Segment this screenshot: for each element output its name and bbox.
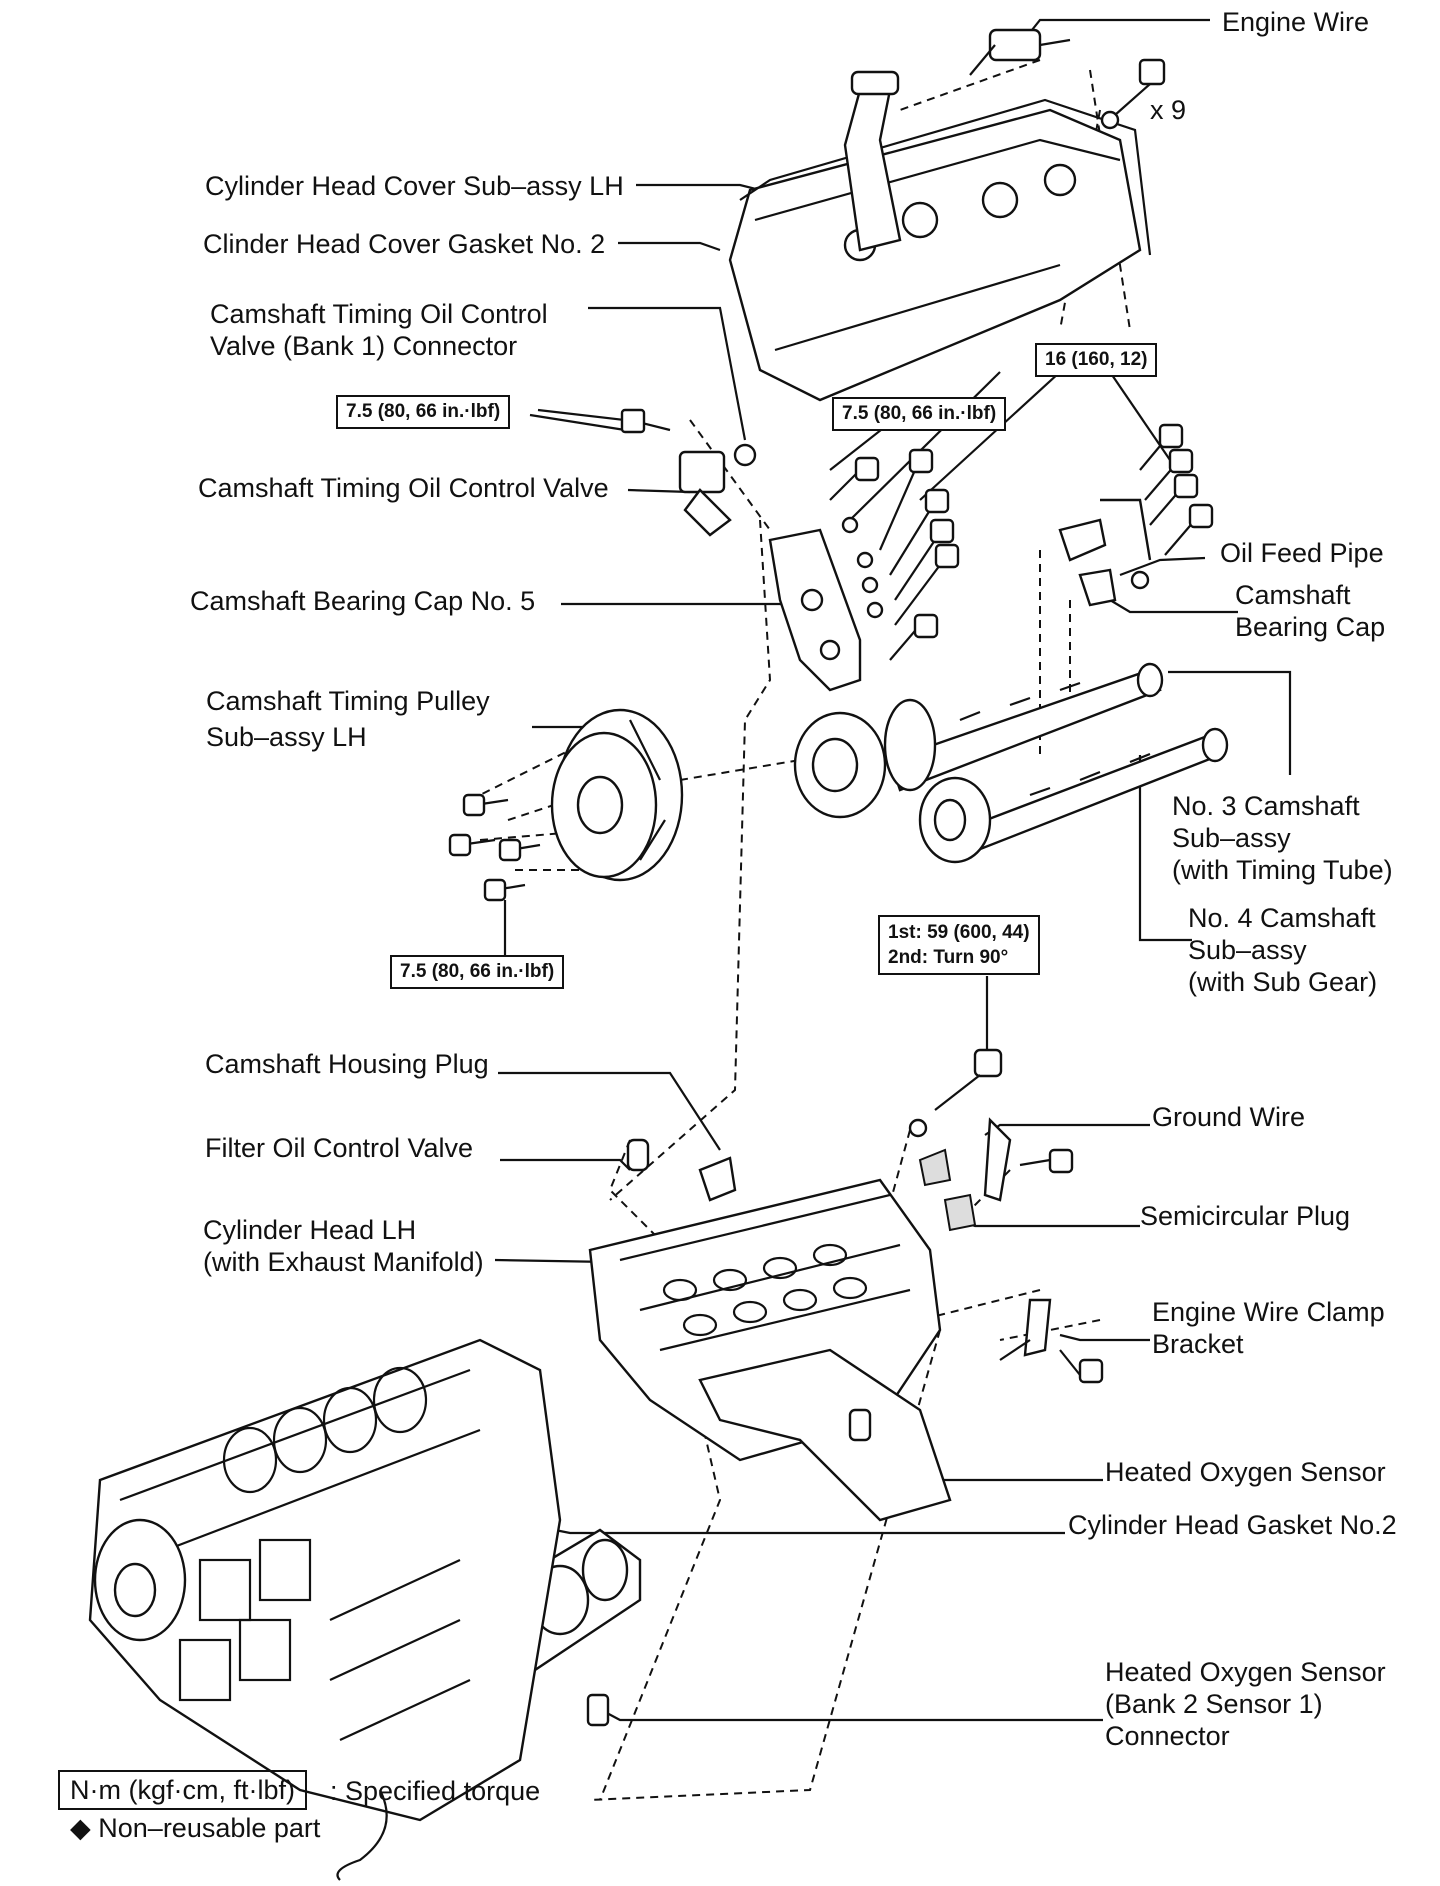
engine-block: [88, 1338, 562, 1822]
label-wire-clamp-line2: Bracket: [1152, 1329, 1244, 1359]
filter-ocv: [626, 1138, 650, 1172]
torque-cap5-bolts: 7.5 (80, 66 in.·lbf): [832, 397, 1007, 431]
pulley-bolts: [448, 793, 541, 902]
label-semicircular-plug: Semicircular Plug: [1140, 1201, 1351, 1231]
label-head-gasket: Cylinder Head Gasket No.2: [1068, 1510, 1397, 1540]
cylinder-head-lh: [588, 1178, 952, 1522]
legend-unit-box: N·m (kgf·cm, ft·lbf): [58, 1770, 307, 1810]
legend-unit-desc: : Specified torque: [330, 1776, 541, 1806]
label-cam4-line2: Sub–assy: [1188, 935, 1307, 965]
housing-plug: [698, 1156, 737, 1202]
label-cam4-line3: (with Sub Gear): [1188, 967, 1378, 997]
bearing-cap-5: [768, 528, 862, 692]
label-ocv: Camshaft Timing Oil Control Valve: [198, 473, 609, 503]
engine-wire-connector: [969, 28, 1071, 76]
label-head-cover: Cylinder Head Cover Sub–assy LH: [205, 171, 624, 201]
label-engine-wire: Engine Wire: [1222, 7, 1370, 37]
head-bolt: [908, 1048, 1003, 1138]
label-cam3-line2: Sub–assy: [1172, 823, 1291, 853]
torque-cap-bolts: 16 (160, 12): [1035, 343, 1158, 377]
camshaft-no4: [918, 727, 1229, 864]
label-head-lh-line2: (with Exhaust Manifold): [203, 1247, 484, 1277]
label-cam4-line1: No. 4 Camshaft: [1188, 903, 1376, 933]
label-bolt-count: x 9: [1150, 95, 1187, 125]
label-housing-plug: Camshaft Housing Plug: [205, 1049, 489, 1079]
label-o2-conn-line1: Heated Oxygen Sensor: [1105, 1657, 1386, 1687]
label-head-lh-line1: Cylinder Head LH: [203, 1215, 417, 1245]
ground-wire: [983, 1117, 1074, 1202]
label-o2-conn-line3: Connector: [1105, 1721, 1230, 1751]
cylinder-head-cover: [728, 70, 1152, 402]
torque-pulley-bolts: 7.5 (80, 66 in.·lbf): [390, 955, 565, 989]
torque-head-bolt-line1: 1st: 59 (600, 44): [888, 922, 1030, 943]
label-head-cover-gasket: Clinder Head Cover Gasket No. 2: [203, 229, 606, 259]
label-filter-ocv: Filter Oil Control Valve: [205, 1133, 474, 1163]
torque-head-bolt: 1st: 59 (600, 44) 2nd: Turn 90°: [878, 915, 1040, 975]
cover-bolts: [1100, 58, 1166, 130]
wire-clamp-bracket: [999, 1298, 1104, 1384]
o2-connector: [586, 1693, 610, 1727]
timing-pulley: [550, 708, 684, 882]
torque-ocv-bolt: 7.5 (80, 66 in.·lbf): [336, 395, 511, 429]
semicircular-plugs: [918, 1148, 977, 1232]
torque-head-bolt-line2: 2nd: Turn 90°: [888, 947, 1009, 968]
leader-lines: [494, 18, 1292, 1722]
cap-bolts-right: [1058, 423, 1214, 607]
o2-sensor: [848, 1408, 872, 1442]
label-cam3-line3: (with Timing Tube): [1172, 855, 1393, 885]
legend-non-reusable: ◆ Non–reusable part: [70, 1813, 321, 1843]
label-o2-conn-line2: (Bank 2 Sensor 1): [1105, 1689, 1323, 1719]
label-ocv-connector-line1: Camshaft Timing Oil Control: [210, 299, 548, 329]
camshaft-no3: [793, 662, 1164, 819]
label-cam3-line1: No. 3 Camshaft: [1172, 791, 1360, 821]
label-ocv-connector-line2: Valve (Bank 1) Connector: [210, 331, 518, 361]
label-timing-pulley-line1: Camshaft Timing Pulley: [206, 686, 490, 716]
label-oil-feed-pipe: Oil Feed Pipe: [1220, 538, 1384, 568]
label-ground-wire: Ground Wire: [1152, 1102, 1306, 1132]
label-timing-pulley-line2: Sub–assy LH: [206, 722, 367, 752]
label-o2-sensor: Heated Oxygen Sensor: [1105, 1457, 1386, 1487]
cap5-bolts: [829, 448, 960, 661]
label-bearing-cap-line2: Bearing Cap: [1235, 612, 1386, 642]
legend-squiggle: [336, 1789, 388, 1881]
label-bearing-cap-line1: Camshaft: [1235, 580, 1351, 610]
label-bearing-cap-5: Camshaft Bearing Cap No. 5: [190, 586, 536, 616]
ocv-valve: [620, 408, 757, 537]
label-wire-clamp-line1: Engine Wire Clamp: [1152, 1297, 1385, 1327]
